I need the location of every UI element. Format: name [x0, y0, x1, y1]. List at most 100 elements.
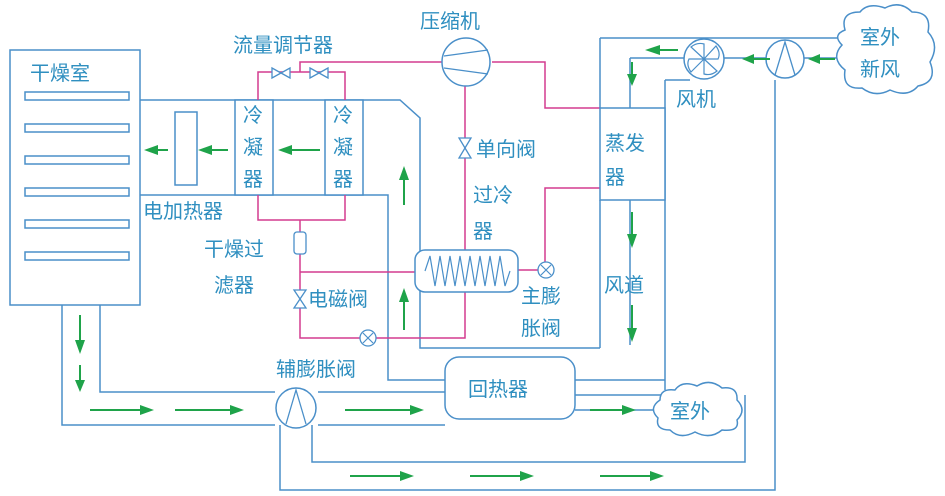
solenoid-valve: 电磁阀 — [292, 287, 368, 311]
drying-room: 干燥室 — [9, 49, 141, 306]
evaporator-line2: 器 — [605, 165, 625, 189]
air-duct-network — [61, 37, 840, 491]
subcooler-label: 过冷 器 — [473, 183, 519, 243]
airflow-arrow-head — [650, 471, 664, 481]
shelf — [24, 155, 130, 165]
pipe-solenoid-aux — [299, 308, 360, 339]
dryer-filter-label: 干燥过 滤器 — [204, 237, 270, 297]
bottom-loop-outer — [279, 80, 776, 491]
airflow-arrow-head — [75, 380, 85, 392]
exhaust-duct-inner — [99, 305, 275, 393]
main-expansion-valve-cross — [540, 264, 552, 276]
bottom-loop-inner — [311, 395, 746, 463]
bottom-damper — [275, 387, 317, 429]
dryer-filter-symbol — [293, 231, 307, 255]
main-expansion-valve-line2: 胀阀 — [521, 316, 561, 340]
flow-regulator-valve-1 — [271, 66, 291, 80]
compressor-body — [441, 37, 491, 87]
condenser-2-label: 冷 凝 器 — [333, 103, 359, 191]
pipe-condenser-top — [257, 71, 346, 100]
airflow-arrow-head — [645, 45, 660, 55]
condenser-1-char3: 器 — [243, 167, 263, 191]
aux-expansion-valve: 辅膨胀阀 — [276, 329, 377, 381]
airflow-arrow-head — [627, 328, 637, 342]
condenser-1-char1: 冷 — [243, 103, 263, 127]
airflow-arrow-head — [622, 405, 636, 415]
condenser-2-box — [324, 99, 364, 196]
subcooler: 过冷 器 — [414, 183, 519, 293]
condenser-1-char2: 凝 — [243, 135, 263, 159]
dryer-filter-line1: 干燥过 — [204, 237, 264, 261]
airflow-arrow-head — [230, 405, 244, 415]
pipe-to-compressor — [299, 61, 442, 72]
electric-heater-box — [174, 111, 198, 186]
pipe-compressor-evaporator — [492, 61, 600, 109]
air-duct-label: 风道 — [604, 273, 644, 297]
outdoor-fresh-air-cloud-shape — [836, 4, 936, 95]
fan-label: 风机 — [676, 87, 716, 111]
drying-room-label: 干燥室 — [30, 61, 90, 85]
airflow-arrow-head — [198, 145, 212, 155]
condenser-1-label: 冷 凝 器 — [243, 103, 269, 191]
flow-regulator: 流量调节器 — [233, 33, 333, 80]
bottom-damper-symbol — [285, 387, 307, 425]
heat-recovery-box — [444, 356, 576, 420]
fan: 风机 — [676, 38, 725, 111]
pipe-aux-subcooler — [376, 290, 466, 339]
condensers: 冷 凝 器 冷 凝 器 — [234, 99, 364, 196]
compressor-symbol — [443, 49, 489, 75]
airflow-arrow-head — [627, 234, 637, 248]
pipe-evap-main-valve — [544, 187, 600, 262]
exhaust-duct-outer — [61, 305, 275, 426]
airflow-arrow-head — [627, 74, 637, 86]
shelf — [24, 187, 130, 197]
electric-heater-label: 电加热器 — [143, 199, 223, 223]
evaporator-line1: 蒸发 — [605, 131, 645, 155]
heat-recovery-label: 回热器 — [468, 377, 528, 401]
fan-blades — [687, 42, 720, 76]
bottom-damper-body — [275, 387, 317, 429]
check-valve-symbol — [457, 137, 473, 159]
main-expansion-valve-line1: 主膨 — [521, 284, 561, 308]
upper-return-duct — [140, 99, 600, 349]
airflow-arrow-head — [520, 471, 534, 481]
drying-room-box — [9, 49, 141, 306]
fresh-air-damper-body — [765, 39, 805, 79]
subcooler-label-line1: 过冷 — [473, 183, 513, 207]
dryer-filter: 干燥过 滤器 — [204, 231, 307, 297]
main-expansion-valve: 主膨 胀阀 — [521, 261, 561, 340]
check-valve-label: 单向阀 — [476, 137, 536, 161]
outdoor-exhaust-cloud-shape — [652, 381, 743, 437]
evaporator: 蒸发 器 — [599, 107, 666, 201]
solenoid-valve-symbol — [292, 289, 308, 309]
shelf — [24, 123, 130, 133]
dryer-filter-line2: 滤器 — [214, 273, 254, 297]
outdoor-fresh-line2: 新风 — [860, 57, 900, 81]
airflow-arrow-head — [410, 405, 424, 415]
airflow-arrow-head — [808, 54, 820, 64]
check-valve: 单向阀 — [457, 137, 536, 161]
airflow-arrow-head — [399, 288, 409, 302]
aux-expansion-valve-label: 辅膨胀阀 — [276, 357, 356, 381]
flow-regulator-valve-2 — [309, 66, 329, 80]
airflow-arrow-head — [278, 145, 292, 155]
heat-recovery: 回热器 — [444, 356, 576, 420]
condenser-1-box — [234, 99, 274, 196]
airflow-arrow-head — [742, 54, 754, 64]
pipe-condenser-bottom — [257, 195, 346, 221]
fresh-air-damper — [765, 39, 805, 79]
electric-heater: 电加热器 — [143, 111, 223, 223]
outdoor-fresh-air-cloud: 室外 新风 — [836, 4, 936, 95]
condenser-2-char2: 凝 — [333, 135, 353, 159]
refrigerant-pipes — [257, 61, 600, 339]
condenser-2-char1: 冷 — [333, 103, 353, 127]
subcooler-label-line2: 器 — [473, 219, 493, 243]
fresh-air-damper-symbol — [774, 39, 796, 76]
airflow-arrow-head — [75, 340, 85, 354]
shelf — [24, 219, 130, 229]
evaporator-label: 蒸发 器 — [605, 131, 651, 189]
flow-regulator-label: 流量调节器 — [233, 33, 333, 57]
outdoor-exhaust-label: 室外 — [670, 399, 710, 423]
